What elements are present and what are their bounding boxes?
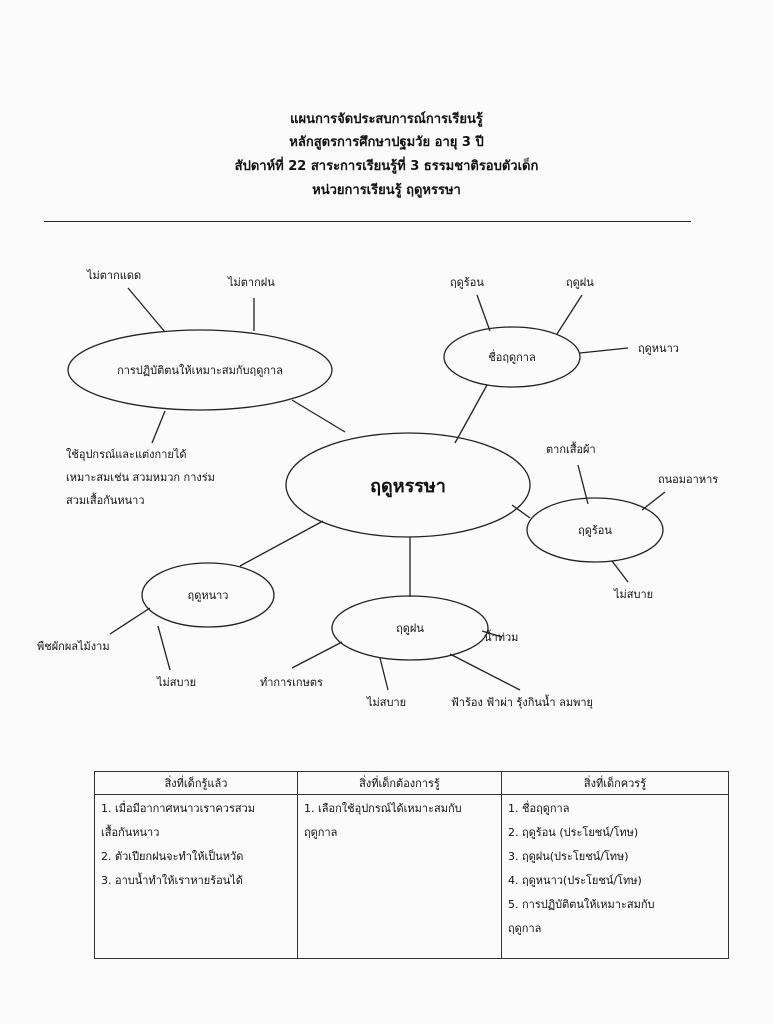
list-item: 3. อาบน้ำทำให้เราหายร้อนได้	[101, 874, 243, 887]
list-item: 1. เมื่อมีอากาศหนาวเราควรสวม	[101, 802, 256, 815]
list-item: เสื้อกันหนาว	[101, 826, 160, 839]
leaf-winter: ฤดูหนาว	[638, 342, 679, 355]
leaf-no-rain: ไม่ตากฝน	[227, 276, 275, 289]
list-item: 4. ฤดูหนาว(ประโยชน์/โทษ)	[508, 874, 642, 887]
want-cell: 1. เลือกใช้อุปกรณ์ได้เหมาะสมกับ ฤดูกาล	[297, 794, 502, 959]
practice-label: การปฏิบัติตนให้เหมาะสมกับฤดูกาล	[117, 364, 283, 377]
rainy-label: ฤดูฝน	[396, 622, 424, 635]
curriculum-line: หลักสูตรการศึกษาปฐมวัย อายุ 3 ปี	[289, 135, 484, 150]
plan-title: แผนการจัดประสบการณ์การเรียนรู้	[290, 112, 483, 127]
list-item: 1. ชื่อฤดูกาล	[508, 802, 570, 815]
list-item: 2. ตัวเปียกฝนจะทำให้เป็นหวัด	[101, 850, 244, 863]
list-item: 5. การปฏิบัติตนให้เหมาะสมกับ	[508, 898, 655, 911]
unit-line: หน่วยการเรียนรู้ ฤดูหรรษา	[312, 183, 461, 198]
connector-lines	[109, 287, 666, 691]
known-cell: 1. เมื่อมีอากาศหนาวเราควรสวม เสื้อกันหนา…	[94, 794, 298, 959]
mindmap-diagram: ฤดูหรรษา การปฏิบัติตนให้เหมาะสมกับฤดูกาล…	[37, 269, 718, 709]
leaf-preserve-food: ถนอมอาหาร	[658, 473, 718, 486]
center-node	[285, 432, 531, 538]
note-line: สวมเสื้อกันหนาว	[66, 492, 145, 507]
leaf-flood: น้ำท่วม	[484, 629, 518, 644]
summer-node	[526, 497, 664, 563]
header-should: สิ่งที่เด็กควรรู้	[501, 771, 729, 795]
list-item: ฤดูกาล	[508, 922, 542, 935]
list-item: 1. เลือกใช้อุปกรณ์ได้เหมาะสมกับ	[304, 802, 462, 815]
leaf-farming: ทำการเกษตร	[260, 676, 323, 689]
leaf-rainy: ฤดูฝน	[566, 276, 594, 289]
header-known: สิ่งที่เด็กรู้แล้ว	[94, 771, 298, 795]
week-line: สัปดาห์ที่ 22 สาระการเรียนรู้ที่ 3 ธรรมช…	[234, 159, 539, 174]
note-line: ใช้อุปกรณ์และแต่งกายได้	[66, 448, 187, 461]
leaf-storm: ฟ้าร้อง ฟ้าผ่า รุ้งกินน้ำ ลมพายุ	[451, 694, 593, 709]
leaf-sick: ไม่สบาย	[156, 676, 196, 689]
list-item: 3. ฤดูฝน(ประโยชน์/โทษ)	[508, 850, 629, 863]
leaf-crops: พืชผักผลไม้งาม	[37, 640, 110, 653]
winter-node	[141, 562, 275, 628]
should-cell: 1. ชื่อฤดูกาล 2. ฤดูร้อน (ประโยชน์/โทษ) …	[501, 794, 729, 959]
list-item: 2. ฤดูร้อน (ประโยชน์/โทษ)	[508, 826, 639, 839]
center-label: ฤดูหรรษา	[370, 476, 446, 498]
leaf-sick: ไม่สบาย	[613, 588, 653, 601]
rainy-node	[331, 595, 489, 661]
summer-label: ฤดูร้อน	[578, 524, 612, 537]
leaf-sick: ไม่สบาย	[366, 696, 406, 709]
leaf-summer: ฤดูร้อน	[450, 276, 484, 289]
season-names-label: ชื่อฤดูกาล	[488, 349, 535, 364]
winter-label: ฤดูหนาว	[188, 589, 229, 602]
leaf-no-sun: ไม่ตากแดด	[86, 269, 141, 282]
divider	[44, 221, 691, 222]
leaf-dry-clothes: ตากเสื้อผ้า	[546, 441, 596, 456]
header-want: สิ่งที่เด็กต้องการรู้	[297, 771, 502, 795]
note-line: เหมาะสมเช่น สวมหมวก กางร่ม	[66, 471, 215, 484]
practice-node	[67, 329, 333, 411]
learning-table: สิ่งที่เด็กรู้แล้ว สิ่งที่เด็กต้องการรู้…	[94, 771, 729, 959]
season-names-node	[443, 326, 581, 388]
list-item: ฤดูกาล	[304, 826, 338, 839]
